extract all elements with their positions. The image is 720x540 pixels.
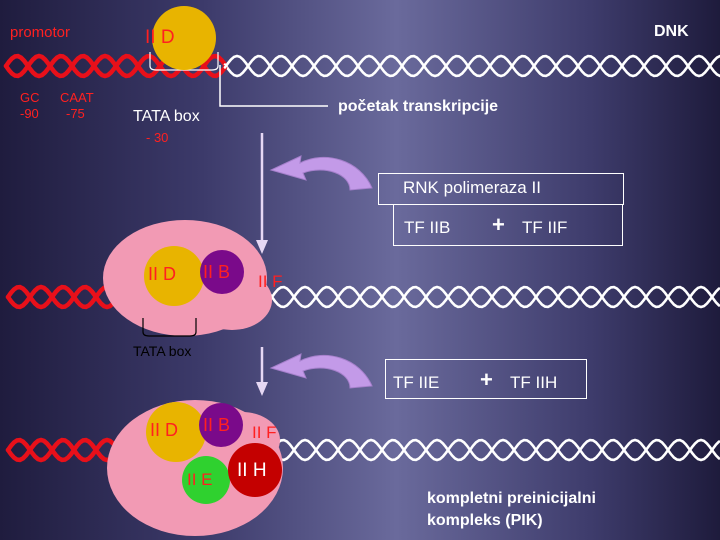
caat-position: -75 [66,106,85,121]
dna-strand-top [3,53,720,79]
tfiid-label-middle: II D [148,264,177,284]
pik-label-line1: kompletni preinicijalni [427,490,596,507]
dna1-segment [223,54,720,78]
tfiib-label-middle: II B [203,262,231,282]
tata-box-label-top: TATA box [133,108,200,125]
caat-label: CAAT [60,90,94,105]
tf-iie-iih-box [385,359,587,399]
tfiid-label-bottom: II D [150,420,179,440]
tfiih-circle-bottom [228,443,282,497]
tata-position: - 30 [146,130,169,145]
tfiid-circle-bottom [146,402,206,462]
transcription-start-arrow [219,65,328,107]
dna1-segment [223,54,720,78]
tfiif-label-middle: II F [258,272,283,291]
tf-iif-label: TF IIF [522,218,568,237]
plus-sign-1: + [492,212,505,237]
dnk-label: DNK [654,23,689,40]
tf-iib-iif-box [393,204,623,246]
tf-iih-label: TF IIH [510,373,558,392]
tfiie-label-bottom: II E [187,470,213,489]
transcription-start-label: početak transkripcije [338,98,499,115]
tfiie-circle-bottom [182,456,230,504]
tfiid-circle-top [152,6,216,70]
tfiid-label-top: II D [145,27,175,48]
curved-arrow-1 [269,155,373,191]
tata-box-label-middle: TATA box [133,343,192,359]
tfiid-circle-middle [144,246,204,306]
step-arrow-1-head [256,240,268,254]
pik-label-line2: kompleks (PIK) [427,512,543,529]
dna2-segment [5,284,125,310]
tfiib-circle-middle [200,250,244,294]
dna2-segment [5,284,125,310]
gc-label: GC [20,90,40,105]
tfiih-label-bottom: II H [237,460,267,481]
step-arrow-2-head [256,382,268,396]
tfiib-label-bottom: II B [203,415,231,435]
curved-arrow-2 [269,353,373,389]
tfiib-circle-bottom [199,403,243,447]
rnk-polymerase-label: RNK polimeraza II [403,178,541,197]
gc-position: -90 [20,106,39,121]
tfiif-label-bottom: II F [252,423,277,442]
plus-sign-2: + [480,367,493,392]
promotor-label: promotor [10,24,71,41]
tf-iie-label: TF IIE [393,373,440,392]
tata-bracket-middle [142,318,197,337]
tf-iib-label: TF IIB [404,218,451,237]
